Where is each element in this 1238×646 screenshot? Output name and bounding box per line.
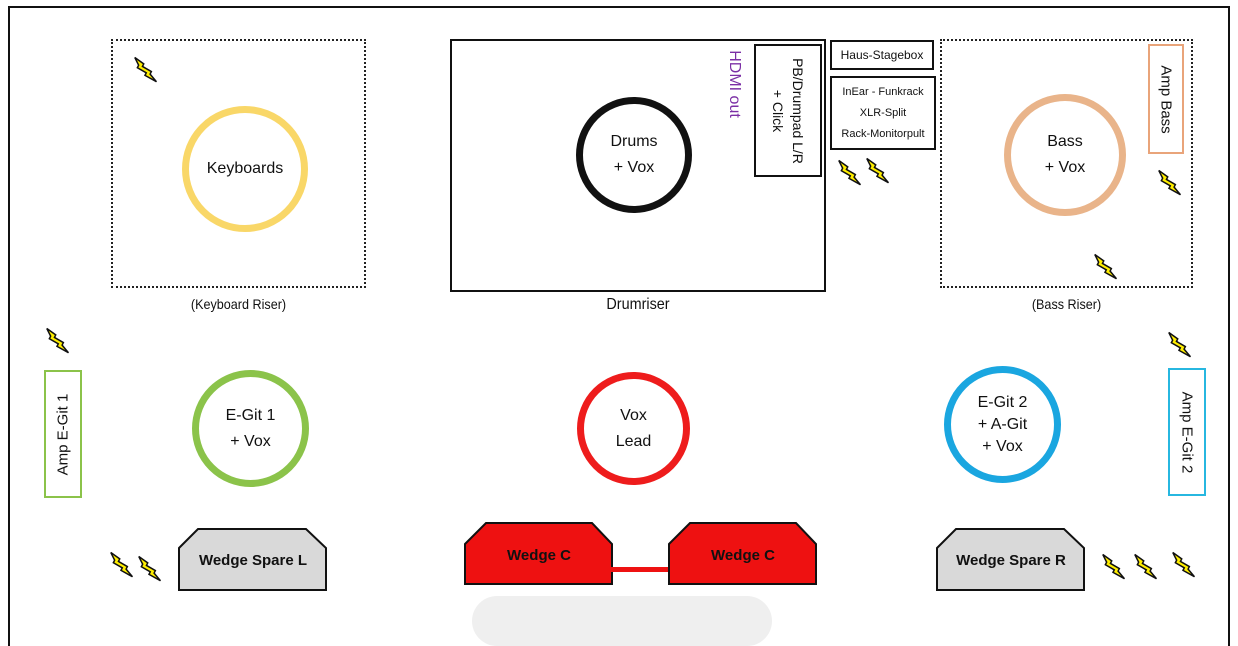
egit2-position: E-Git 2 + A-Git + Vox (944, 366, 1061, 483)
wedge-center-right (668, 522, 817, 585)
pb-drumpad-box: PB/Drumpad L/R + Click (754, 44, 822, 177)
xlr-split-label: XLR-Split (859, 107, 907, 119)
drum-riser-caption: Drumriser (606, 296, 670, 313)
rack-monitorpult-label: Rack-Monitorpult (841, 128, 925, 140)
click-label: + Click (770, 89, 787, 132)
drums-label: Drums (610, 133, 658, 150)
lightning-bolt-icon (46, 327, 70, 354)
keyboard-riser (111, 39, 366, 288)
drum-riser (450, 39, 826, 292)
amp-egit1-label: Amp E-Git 1 (54, 393, 72, 475)
drums-position: Drums + Vox (576, 97, 692, 213)
hdmi-out-label: HDMI out (726, 50, 744, 118)
stage-outline (8, 6, 1230, 646)
egit2-label: E-Git 2 (977, 393, 1028, 411)
keyboard-riser-caption: (Keyboard Riser) (190, 296, 287, 312)
bass-position: Bass + Vox (1004, 94, 1126, 216)
wedge-link-line (610, 567, 670, 572)
lightning-bolt-icon (1168, 331, 1192, 358)
amp-egit1-box: Amp E-Git 1 (44, 370, 82, 498)
haus-stagebox-label: Haus-Stagebox (840, 48, 924, 62)
wedge-spare-l (178, 528, 327, 591)
egit2-vox-label: + Vox (982, 437, 1023, 455)
wedge-center-left (464, 522, 613, 585)
amp-bass-box: Amp Bass (1148, 44, 1184, 154)
lead-label: Lead (615, 432, 652, 450)
amp-bass-label: Amp Bass (1157, 64, 1175, 134)
lightning-bolt-icon (1094, 253, 1118, 280)
hdmi-out-label-wrap: HDMI out (722, 44, 746, 124)
egit1-label: E-Git 1 (225, 406, 276, 424)
lightning-bolt-icon (110, 551, 134, 578)
inear-funkrack-label: InEar - Funkrack (842, 86, 924, 98)
amp-egit2-label: Amp E-Git 2 (1178, 391, 1196, 473)
lightning-bolt-icon (866, 157, 890, 184)
bass-label: Bass (1047, 133, 1083, 150)
lightning-bolt-icon (1102, 553, 1126, 580)
bass-riser (940, 39, 1193, 288)
haus-stagebox: Haus-Stagebox (830, 40, 934, 70)
egit1-position: E-Git 1 + Vox (192, 370, 309, 487)
lightning-bolt-icon (1158, 169, 1182, 196)
wedge-center-left-label: Wedge C (507, 547, 571, 564)
lightning-bolt-icon (1134, 553, 1158, 580)
egit1-vox-label: + Vox (230, 432, 271, 450)
vox-label: Vox (620, 406, 647, 424)
rack-box: InEar - Funkrack XLR-Split Rack-Monitorp… (830, 76, 936, 150)
lightning-bolt-icon (1172, 551, 1196, 578)
bottom-overlay-pill (472, 596, 772, 646)
vox-lead-position: Vox Lead (577, 372, 690, 485)
keyboards-position: Keyboards (182, 106, 308, 232)
bass-vox-label: + Vox (1044, 159, 1086, 176)
keyboards-label: Keyboards (206, 160, 284, 177)
pb-drumpad-label: PB/Drumpad L/R (790, 57, 807, 164)
egit2-agit-label: + A-Git (977, 415, 1028, 433)
wedge-center-right-label: Wedge C (711, 547, 775, 564)
lightning-bolt-icon (838, 159, 862, 186)
drums-vox-label: + Vox (613, 159, 655, 176)
wedge-spare-r-label: Wedge Spare R (956, 552, 1066, 569)
lightning-bolt-icon (134, 56, 158, 83)
wedge-spare-l-label: Wedge Spare L (198, 552, 308, 569)
lightning-bolt-icon (138, 555, 162, 582)
bass-riser-caption: (Bass Riser) (1031, 296, 1102, 312)
wedge-spare-r (936, 528, 1085, 591)
amp-egit2-box: Amp E-Git 2 (1168, 368, 1206, 496)
